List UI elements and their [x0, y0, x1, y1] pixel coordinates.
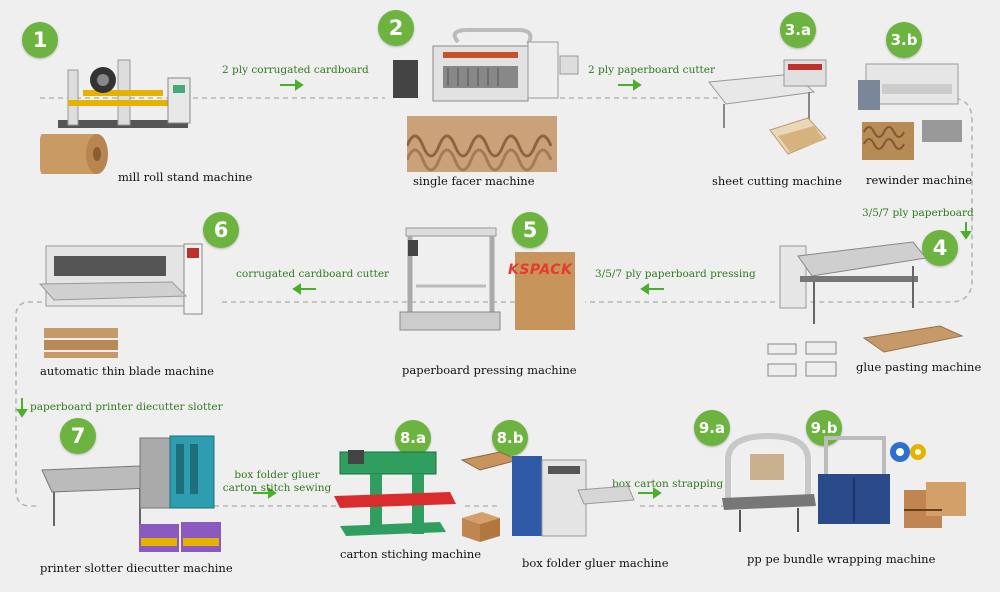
pressed-board-stack-icon: [515, 252, 575, 330]
caption-bundle-wrapping: pp pe bundle wrapping machine: [747, 552, 936, 566]
folder-gluer-icon: [512, 456, 635, 537]
step-badge-7: 7: [60, 418, 96, 454]
flow-label-357-pressing: 3/5/7 ply paperboard pressing: [595, 268, 756, 280]
flow-label-corrugated-cutter: corrugated cardboard cutter: [236, 268, 390, 280]
strap-roll-icon: [890, 442, 926, 462]
step-badge-8a: 8.a: [395, 420, 431, 456]
flow-label-folder-stitch: box folder gluer carton stitch sewing: [222, 469, 332, 494]
caption-rewinder: rewinder machine: [866, 173, 973, 187]
glue-pasting-icon: [779, 241, 927, 324]
flow-label-2ply-cutter: 2 ply paperboard cutter: [588, 64, 715, 76]
caption-single-facer: single facer machine: [413, 174, 535, 188]
mill-roll-stand-icon: [58, 59, 191, 128]
kspack-logo: KSPACK: [508, 262, 573, 278]
flow-label-strapping: box carton strapping: [612, 478, 724, 490]
thin-blade-icon: [38, 243, 203, 315]
rewound-roll-icon: [862, 120, 962, 160]
step-badge-9a: 9.a: [694, 410, 730, 446]
step-badge-4: 4: [922, 230, 958, 266]
single-facer-icon: [393, 28, 579, 102]
pasted-board-icon: [862, 325, 964, 353]
step-badge-3a: 3.a: [780, 12, 816, 48]
caption-mill-roll-stand: mill roll stand machine: [118, 170, 253, 184]
caption-printer-slotter: printer slotter diecutter machine: [40, 561, 233, 575]
strapped-cartons-icon: [904, 482, 966, 528]
corrugated-sheet-icon: [407, 116, 557, 172]
strapping-machine-icon: [722, 432, 816, 532]
ply-samples-icon: [767, 341, 837, 377]
sheet-cutting-icon: [708, 59, 827, 128]
rewinder-icon: [858, 63, 959, 110]
printer-slotter-icon: [41, 435, 215, 526]
kraft-paper-roll-icon: [40, 134, 108, 174]
bundle-wrapper-icon: [818, 436, 890, 524]
flow-label-2ply-corrugated: 2 ply corrugated cardboard: [222, 64, 369, 76]
caption-thin-blade: automatic thin blade machine: [40, 364, 214, 378]
caption-box-folder-gluer: box folder gluer machine: [522, 556, 669, 570]
cut-sheets-icon: [769, 117, 827, 155]
step-badge-6: 6: [203, 212, 239, 248]
flow-label-357-paperboard: 3/5/7 ply paperboard: [862, 207, 974, 219]
carton-box-icon: [462, 512, 500, 542]
stitcher-icon: [334, 450, 456, 536]
caption-carton-stiching: carton stiching machine: [340, 547, 482, 561]
printed-boxes-icon: [139, 522, 221, 552]
step-badge-1: 1: [22, 22, 58, 58]
step-badge-2: 2: [378, 10, 414, 46]
caption-glue-pasting: glue pasting machine: [856, 360, 982, 374]
caption-sheet-cutting: sheet cutting machine: [712, 174, 842, 188]
step-badge-8b: 8.b: [492, 420, 528, 456]
step-badge-3b: 3.b: [886, 22, 922, 58]
step-badge-5: 5: [512, 212, 548, 248]
caption-paperboard-pressing: paperboard pressing machine: [402, 363, 577, 377]
flow-label-printer-diecutter: paperboard printer diecutter slotter: [30, 401, 223, 413]
pressing-frame-icon: [399, 227, 501, 331]
cut-boards-icon: [44, 328, 118, 358]
